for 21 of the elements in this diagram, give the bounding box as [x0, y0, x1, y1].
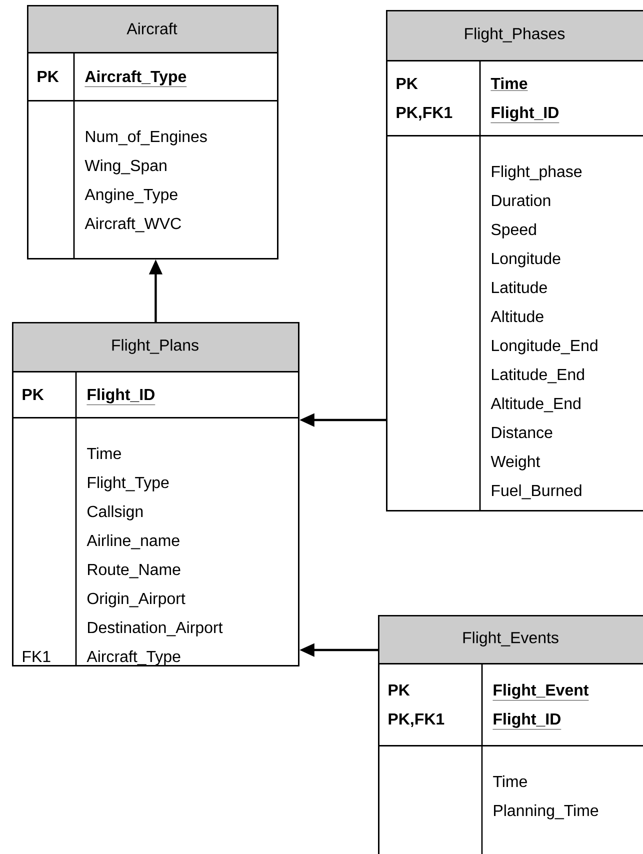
table-header: Aircraft — [27, 5, 278, 54]
table-header: Flight_Events — [378, 615, 643, 664]
key-field: Aircraft_Type — [84, 70, 187, 87]
table-header: Flight_Phases — [386, 10, 643, 62]
attribute-list: Num_of_Engines Wing_Span Angine_Type Aircraft_WVC — [84, 130, 207, 232]
key-label: PK,FK1 — [396, 107, 452, 120]
key-field: Flight_Event — [492, 684, 589, 700]
key-label: FK1 — [23, 651, 50, 662]
key-field: Time — [490, 77, 528, 91]
attribute-list: Time Planning_Time — [493, 775, 598, 820]
key-label: PK — [396, 78, 418, 89]
attribute-list: Time Flight_Type Callsign Airline_name Route_Name Origin_Airport Destination_Airport Aircraft_Type — [86, 447, 223, 666]
attribute-list: Flight_phase Duration Speed Longitude Latitude Altitude Longitude_End Latitude_End Altitude_End Distance Weight Fuel_Burned — [490, 165, 598, 500]
key-label: PK — [388, 684, 410, 696]
key-field: Flight_ID — [86, 388, 156, 405]
key-label: PK,FK1 — [388, 714, 444, 727]
key-field: Flight_ID — [490, 106, 560, 123]
key-label: PK — [22, 389, 44, 400]
key-field: Flight_ID — [492, 712, 562, 730]
table-header: Flight_Plans — [12, 322, 300, 372]
key-label: PK — [38, 71, 59, 82]
